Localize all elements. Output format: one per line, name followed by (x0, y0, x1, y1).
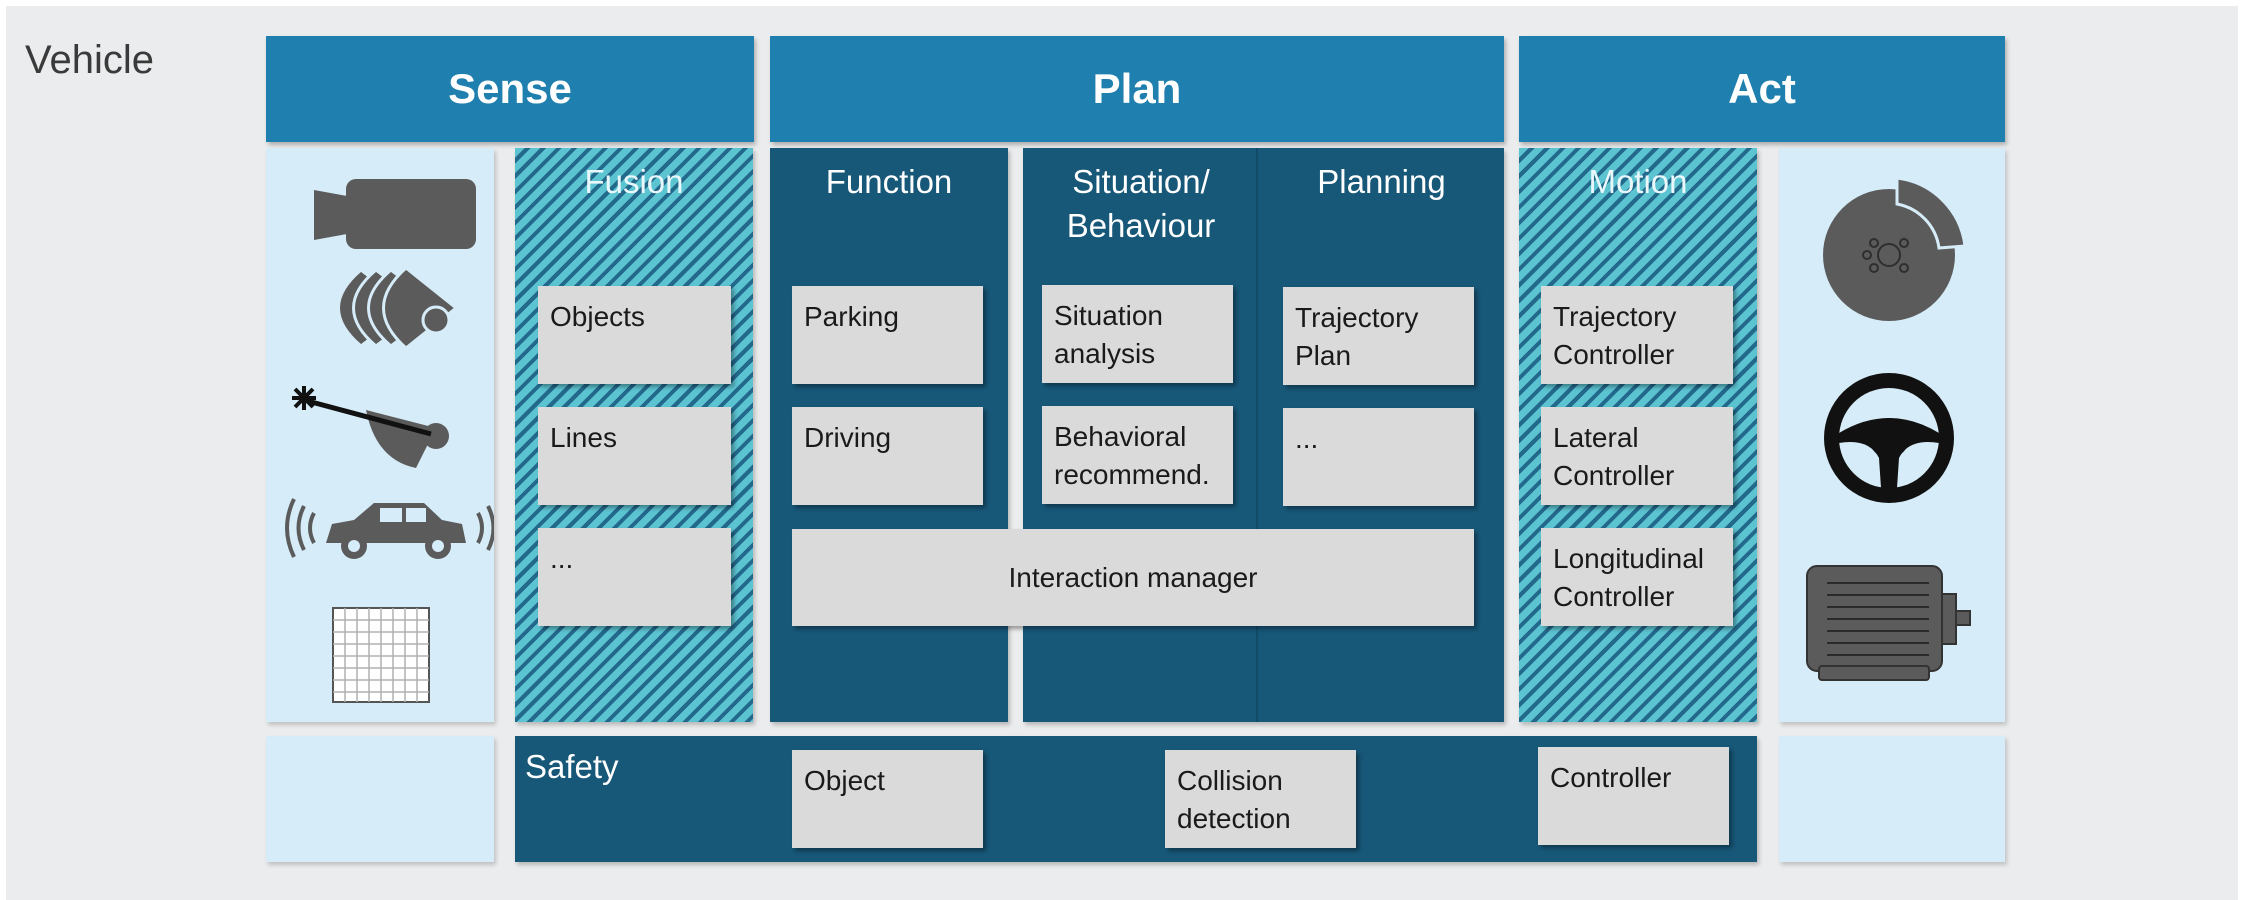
brake-disc-icon (1823, 176, 1967, 321)
function-item-driving: Driving (792, 407, 983, 505)
motion-item-trajectory-controller: Trajectory Controller (1541, 286, 1733, 384)
actuators-icons (1806, 176, 1971, 681)
fusion-item-more: ... (538, 528, 731, 626)
planning-item-more: ... (1283, 408, 1474, 506)
sense-header: Sense (266, 36, 754, 142)
motion-item-longitudinal-controller: Longitudinal Controller (1541, 528, 1733, 626)
plan-header: Plan (770, 36, 1504, 142)
motion-title: Motion (1588, 163, 1688, 200)
sense-header-label: Sense (448, 65, 572, 112)
ultrasonic-car-icon (285, 498, 496, 559)
function-item-parking: Parking (792, 286, 983, 384)
sensors-safety-cell (266, 736, 494, 862)
map-grid-icon (332, 607, 430, 703)
motion-item-lateral-line2: Controller (1553, 460, 1675, 491)
planning-item-trajectory-line1: Trajectory (1295, 302, 1419, 333)
situation-title-line2: Behaviour (1066, 207, 1216, 244)
interaction-manager-label: Interaction manager (1008, 561, 1258, 593)
fusion-item-lines: Lines (538, 407, 731, 505)
situation-title-line1: Situation/ (1072, 163, 1210, 200)
act-header-label: Act (1728, 65, 1796, 112)
actuators-safety-cell (1779, 736, 2005, 862)
electric-motor-icon (1806, 565, 1971, 681)
situation-item-behavioral: Behavioral recommend. (1042, 406, 1233, 504)
lidar-icon (292, 386, 449, 468)
safety-item-object: Object (792, 750, 983, 848)
motion-item-longitudinal-line2: Controller (1553, 581, 1675, 612)
motion-item-trajectory-line1: Trajectory (1553, 301, 1677, 332)
situation-item-behavioral-line1: Behavioral (1054, 421, 1187, 452)
situation-title: Situation/ Behaviour (1023, 160, 1259, 248)
sensors-column (266, 148, 496, 722)
motion-item-trajectory-line2: Controller (1553, 339, 1675, 370)
safety-item-object-line1: Object (804, 765, 885, 796)
planning-item-trajectory-line2: Plan (1295, 340, 1352, 371)
planning-item-trajectory: Trajectory Plan (1283, 287, 1474, 385)
radar-icon (337, 266, 459, 350)
interaction-manager: Interaction manager (792, 529, 1474, 626)
safety-item-collision-line2: detection (1177, 803, 1291, 834)
safety-item-collision-line1: Collision (1177, 765, 1283, 796)
plan-header-label: Plan (1092, 65, 1182, 112)
motion-item-longitudinal-line1: Longitudinal (1553, 543, 1705, 574)
steering-wheel-icon (1824, 373, 1954, 503)
fusion-title: Fusion (584, 163, 684, 200)
act-header: Act (1519, 36, 2005, 142)
actuators-column (1779, 148, 2005, 722)
planning-title: Planning (1317, 163, 1446, 200)
function-title: Function (825, 163, 953, 200)
fusion-item-objects: Objects (538, 286, 731, 384)
motion-item-lateral-line1: Lateral (1553, 422, 1639, 453)
planning-item-more-line1: ... (1295, 423, 1319, 454)
safety-item-controller: Controller (1538, 747, 1729, 845)
safety-label: Safety (525, 748, 619, 785)
situation-item-behavioral-line2: recommend. (1054, 459, 1210, 490)
situation-item-analysis-line2: analysis (1054, 338, 1156, 369)
camera-icon (314, 179, 476, 249)
safety-item-collision-detection: Collision detection (1165, 750, 1356, 848)
situation-item-analysis-line1: Situation (1054, 300, 1163, 331)
safety-item-controller-line1: Controller (1550, 762, 1672, 793)
situation-planning-divider (1256, 148, 1258, 722)
sensors-icons (285, 179, 496, 703)
situation-item-analysis: Situation analysis (1042, 285, 1233, 383)
motion-item-lateral-controller: Lateral Controller (1541, 407, 1733, 505)
vehicle-label: Vehicle (25, 38, 154, 82)
